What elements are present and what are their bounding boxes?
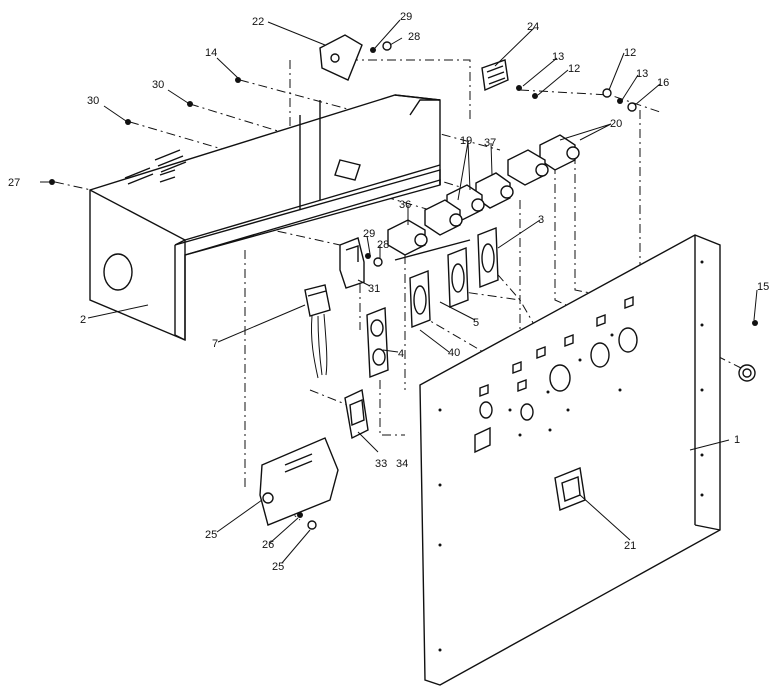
callout-4: 4 bbox=[398, 348, 404, 360]
outlet-plates bbox=[366, 226, 499, 379]
callout-37: 37 bbox=[484, 137, 496, 149]
callout-20: 20 bbox=[610, 118, 622, 130]
callout-22: 24 bbox=[527, 21, 539, 33]
front-panel bbox=[419, 234, 721, 686]
receptacles-mid bbox=[424, 172, 514, 236]
receptacle-36 bbox=[387, 219, 428, 256]
cabinet-housing bbox=[89, 94, 441, 342]
callout-14: 14 bbox=[205, 47, 217, 59]
callout-29-top: 29 bbox=[400, 11, 412, 23]
callout-30-right: 30 bbox=[152, 79, 164, 91]
callout-12-left: 12 bbox=[568, 63, 580, 75]
callout-30-left: 30 bbox=[87, 95, 99, 107]
vent-slots bbox=[124, 149, 187, 185]
callout-15: 15 bbox=[757, 281, 769, 293]
callout-31: 31 bbox=[368, 283, 380, 295]
relay-31 bbox=[339, 237, 365, 289]
callout-16: 16 bbox=[657, 77, 669, 89]
callout-13-left: 13 bbox=[552, 51, 564, 63]
callout-40: 40 bbox=[448, 347, 460, 359]
callout-28-top: 28 bbox=[408, 31, 420, 43]
callout-13-right: 13 bbox=[636, 68, 648, 80]
hardware-fasteners bbox=[49, 41, 758, 530]
internal-frame bbox=[184, 99, 471, 261]
board-24 bbox=[259, 437, 339, 526]
terminal-block-22 bbox=[481, 59, 509, 92]
callout-2: 2 bbox=[80, 314, 86, 326]
receptacles-top bbox=[507, 134, 580, 186]
callout-25: 25 bbox=[272, 561, 284, 573]
callout-24: 25 bbox=[205, 529, 217, 541]
callout-7: 7 bbox=[212, 338, 218, 350]
callout-27: 27 bbox=[8, 177, 20, 189]
bracket-35 bbox=[319, 34, 363, 81]
callout-33: 33 bbox=[375, 458, 387, 470]
callout-12-right: 12 bbox=[624, 47, 636, 59]
callout-1: 1 bbox=[734, 434, 740, 446]
callout-5: 5 bbox=[473, 317, 479, 329]
callout-35: 22 bbox=[252, 16, 264, 28]
callout-19: 19 bbox=[460, 135, 472, 147]
callout-26: 26 bbox=[262, 539, 274, 551]
callout-21: 21 bbox=[624, 540, 636, 552]
callout-28-mid: 28 bbox=[377, 239, 389, 251]
callout-34: 34 bbox=[396, 458, 408, 470]
breaker-33 bbox=[344, 388, 369, 440]
connector-7 bbox=[304, 284, 331, 379]
callout-labels: 22 29 28 14 30 30 27 24 13 12 12 13 16 2… bbox=[8, 11, 769, 573]
leader-lines bbox=[40, 19, 758, 564]
callout-36: 36 bbox=[399, 199, 411, 211]
callout-3: 3 bbox=[538, 214, 544, 226]
callout-29-mid: 29 bbox=[363, 228, 375, 240]
knob-15 bbox=[738, 364, 756, 382]
